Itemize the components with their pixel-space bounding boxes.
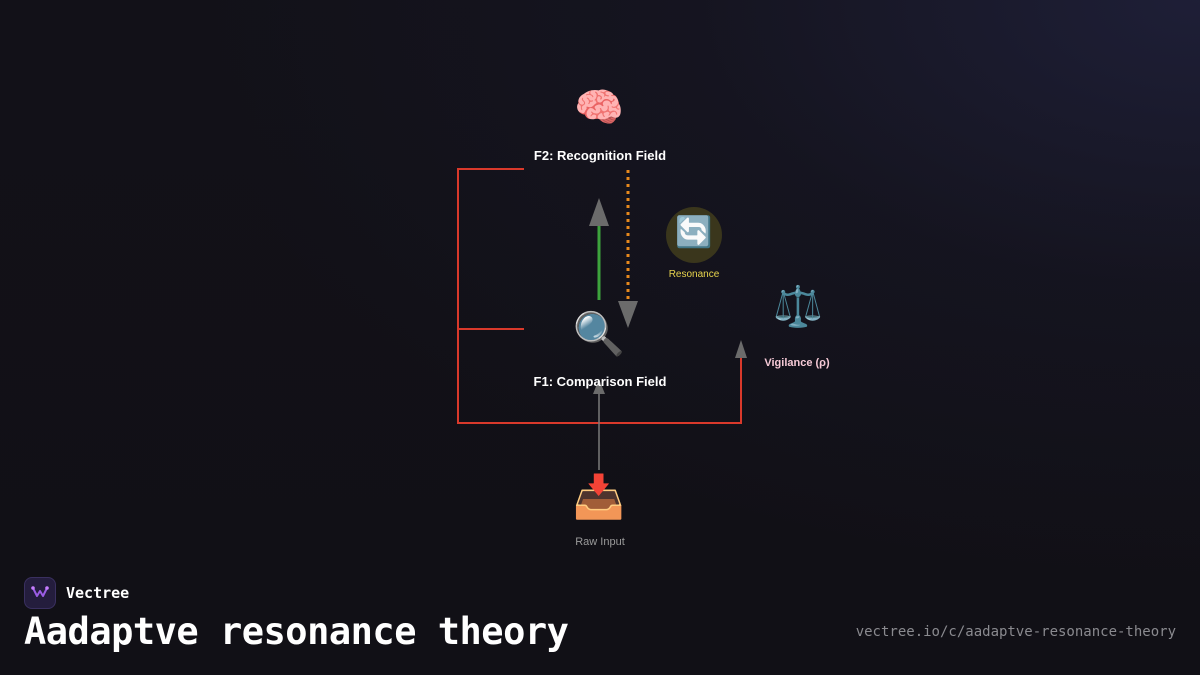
page-title: Aadaptve resonance theory bbox=[24, 610, 569, 653]
vigilance-label: Vigilance (ρ) bbox=[764, 357, 830, 369]
bottom-up-arrowhead bbox=[589, 198, 609, 226]
vigilance-arrowhead bbox=[735, 340, 747, 358]
resonance-label: Resonance bbox=[668, 269, 720, 280]
top-down-arrowhead bbox=[618, 301, 638, 328]
brand-name: Vectree bbox=[66, 584, 130, 602]
raw-input-label: Raw Input bbox=[575, 536, 625, 548]
balance-scale-icon: ⚖️ bbox=[773, 284, 823, 330]
page-url: vectree.io/c/aadaptve-resonance-theory bbox=[855, 624, 1176, 640]
f1-comparison-field-label: F1: Comparison Field bbox=[533, 374, 667, 389]
brain-icon: 🧠 bbox=[574, 85, 624, 131]
inbox-tray-icon: 📥 bbox=[572, 472, 626, 521]
input-arrowhead bbox=[593, 379, 605, 394]
brand: Vectree bbox=[24, 577, 129, 609]
magnifier-icon: 🔍 bbox=[572, 309, 626, 358]
f2-control-line bbox=[457, 168, 742, 424]
f2-recognition-field-label: F2: Recognition Field bbox=[533, 148, 667, 163]
vectree-logo-mark bbox=[31, 586, 49, 597]
resonance-node bbox=[666, 207, 722, 263]
vectree-logo bbox=[24, 577, 56, 609]
cycle-arrows-icon: 🔄 bbox=[675, 215, 713, 250]
